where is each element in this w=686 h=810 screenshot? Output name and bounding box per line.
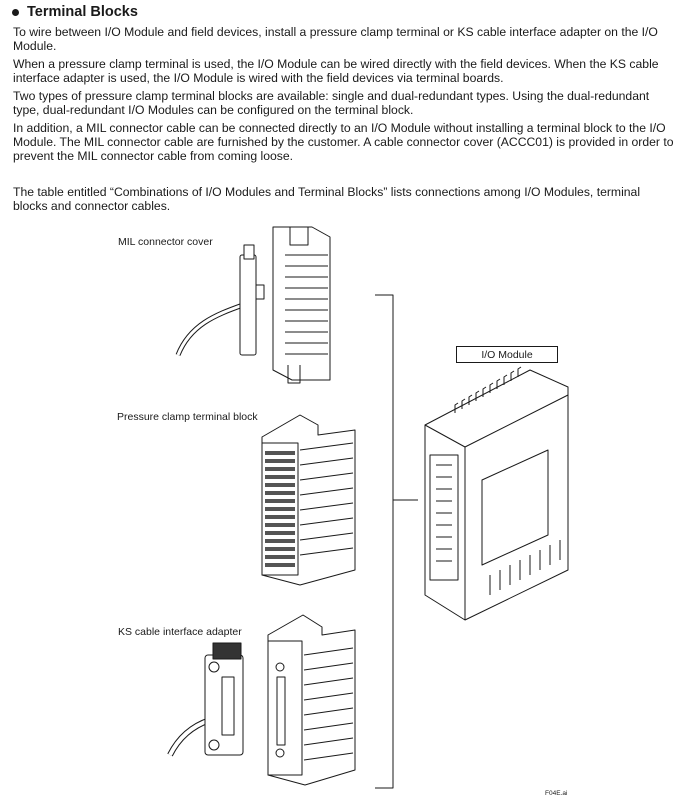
paragraph-5: The table entitled “Combinations of I/O …: [13, 185, 641, 213]
io-module-illustration: [424, 366, 569, 621]
figure-number: F04E.ai: [545, 790, 568, 797]
figure-drawing: [167, 226, 569, 789]
paragraph-2: When a pressure clamp terminal is used, …: [13, 57, 659, 85]
section-title: Terminal Blocks: [27, 4, 138, 20]
pressure-clamp-terminal-block-illustration: [261, 414, 356, 586]
label-mil-connector-cover: MIL connector cover: [118, 236, 213, 248]
grouping-bracket: [375, 294, 418, 789]
label-pressure-clamp-terminal-block: Pressure clamp terminal block: [117, 411, 258, 423]
label-io-module: I/O Module: [456, 346, 558, 363]
paragraph-3: Two types of pressure clamp terminal blo…: [13, 89, 650, 117]
ks-cable-interface-adapter-illustration: [167, 614, 356, 786]
terminal-block-figure: MIL connector cover Pressure clamp termi…: [0, 215, 686, 810]
paragraph-4: In addition, a MIL connector cable can b…: [13, 121, 674, 163]
paragraph-1: To wire between I/O Module and field dev…: [13, 25, 658, 53]
label-ks-cable-interface-adapter: KS cable interface adapter: [118, 626, 242, 638]
mil-connector-cover-illustration: [175, 226, 331, 384]
section-heading: Terminal Blocks: [12, 4, 138, 20]
bullet-icon: [12, 8, 19, 16]
